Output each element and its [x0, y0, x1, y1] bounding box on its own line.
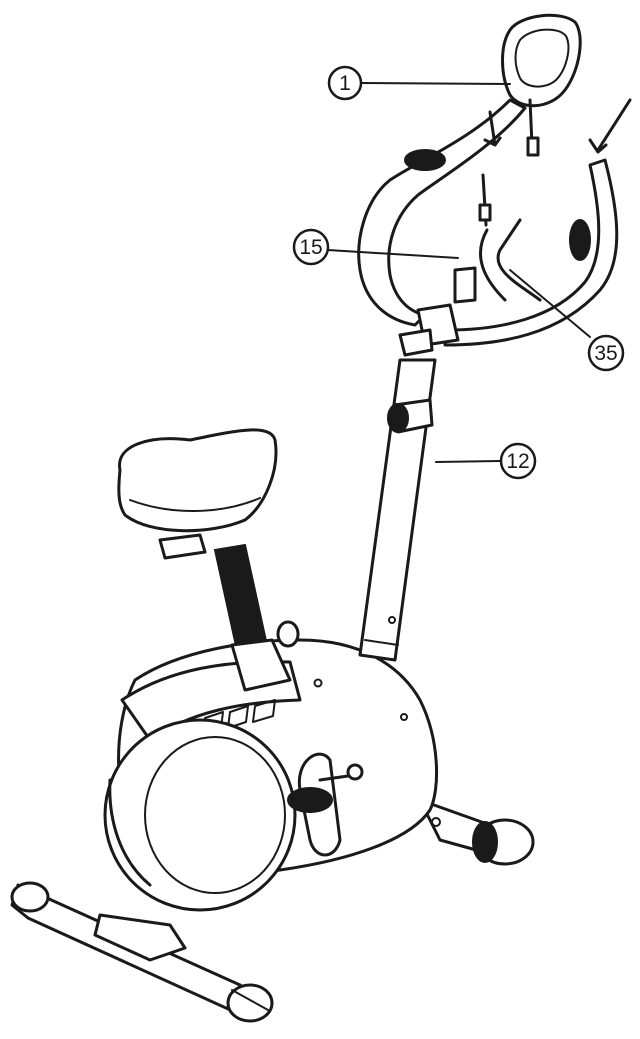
callout-15: 15 — [292, 228, 330, 266]
handlebar-post — [358, 358, 437, 662]
flywheel-cover — [103, 718, 297, 912]
handlebars — [357, 98, 619, 357]
seat-post — [158, 533, 300, 692]
callout-12-label: 12 — [506, 450, 529, 473]
callout-12: 12 — [499, 442, 537, 480]
console — [483, 13, 632, 157]
pedal-assembly — [287, 752, 364, 857]
front-stabilizer — [10, 881, 274, 1023]
callout-leaders — [327, 82, 591, 463]
saddle — [117, 428, 278, 533]
rear-stabilizer — [418, 798, 535, 866]
callout-35: 35 — [587, 334, 625, 372]
callout-35-label: 35 — [594, 342, 617, 365]
sensor-wires — [453, 173, 542, 304]
callout-1: 1 — [327, 65, 363, 101]
callout-15-label: 15 — [299, 236, 322, 259]
callout-1-label: 1 — [339, 72, 351, 95]
